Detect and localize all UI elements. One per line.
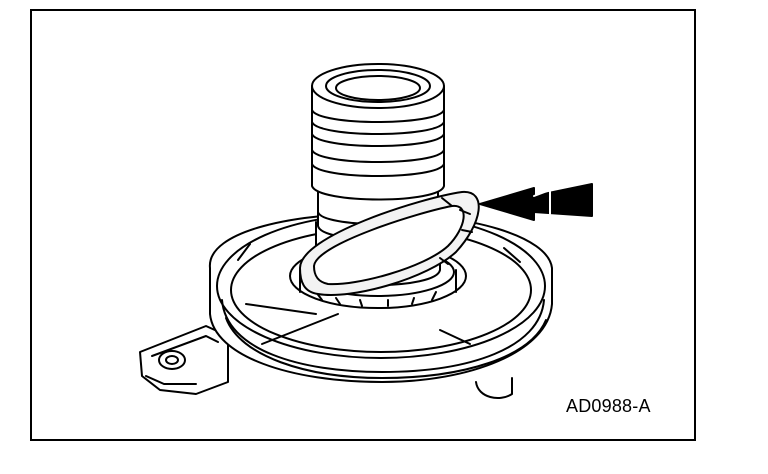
thrust-washer bbox=[299, 190, 480, 296]
mounting-tab bbox=[139, 325, 229, 395]
arrow-left-icon bbox=[479, 183, 593, 221]
figure-id-label: AD0988-A bbox=[566, 396, 651, 416]
